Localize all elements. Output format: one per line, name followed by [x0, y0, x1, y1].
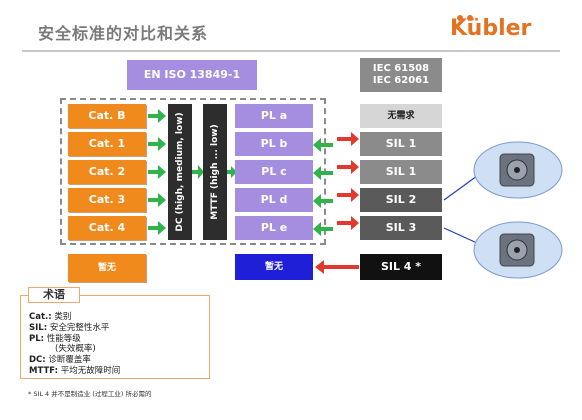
category-label: Cat. B	[88, 109, 126, 122]
pl-none-arrow	[315, 260, 359, 274]
page-title: 安全标准的对比和关系	[38, 24, 209, 43]
sil-label: SIL 1	[385, 165, 417, 178]
category-arrows	[148, 109, 166, 235]
iec-standards-box: IEC 61508 IEC 62061	[360, 58, 442, 92]
legend-row: (失效概率)	[55, 344, 96, 354]
right-arrow-icon	[227, 166, 237, 178]
pl-label: PL d	[260, 193, 288, 206]
right-arrow-icon	[192, 165, 204, 179]
double-arrow-icon	[313, 132, 359, 152]
sil4-box: SIL 4 *	[360, 254, 442, 280]
sil-box: 无需求	[360, 104, 442, 128]
pl-box: PL a	[235, 104, 313, 128]
pl-box: PL c	[235, 160, 313, 184]
category-label: Cat. 1	[88, 137, 126, 150]
right-arrow-icon	[148, 165, 166, 179]
dc-to-mttf-arrow	[192, 165, 204, 179]
iec-62061-label: IEC 62061	[372, 75, 430, 86]
pl-none-box: 暂无	[235, 254, 313, 280]
right-arrow-icon	[148, 109, 166, 123]
encoder-images	[443, 141, 563, 279]
iec-61508-label: IEC 61508	[372, 63, 430, 74]
legend-title: 术语	[28, 287, 80, 303]
category-box: Cat. B	[68, 104, 146, 128]
sil-box: SIL 1	[360, 160, 442, 184]
sil-label: SIL 3	[385, 221, 417, 234]
footnote: * SIL 4 并不是制造业 (过程工业) 所必需的	[28, 390, 152, 398]
sil4-label: SIL 4 *	[380, 260, 422, 273]
kubler-logo-mark	[457, 15, 473, 21]
right-arrow-icon	[148, 221, 166, 235]
category-label: Cat. 4	[88, 221, 126, 234]
pl-box: PL b	[235, 132, 313, 156]
legend-row: DC: 诊断覆盖率	[29, 355, 91, 365]
encoder-icon	[473, 221, 563, 279]
mttf-bar: MTTF (high ... low)	[203, 104, 227, 240]
legend-row: Cat.: 类别	[29, 312, 72, 322]
kubler-logo: Kübler	[450, 15, 532, 41]
legend-row: SIL: 安全完整性水平	[29, 323, 110, 333]
sil-label: 无需求	[387, 111, 415, 121]
legend-row: PL: 性能等级	[29, 334, 81, 344]
en-iso-label: EN ISO 13849-1	[143, 68, 241, 81]
pl-label: PL c	[261, 165, 287, 178]
category-box: Cat. 1	[68, 132, 146, 156]
category-none-label: 暂无	[97, 263, 116, 273]
category-box: Cat. 3	[68, 188, 146, 212]
pl-label: PL a	[260, 109, 288, 122]
category-none-box: 暂无	[68, 254, 146, 282]
pl-label: PL b	[260, 137, 288, 150]
terminology-legend: Cat.: 类别 SIL: 安全完整性水平 PL: 性能等级 (失效概率) DC…	[20, 295, 210, 379]
right-arrow-icon	[148, 193, 166, 207]
pl-none-label: 暂无	[264, 262, 283, 272]
legend-row: MTTF: 平均无故障时间	[29, 366, 121, 376]
right-arrow-icon	[148, 137, 166, 151]
title-divider	[22, 50, 560, 52]
pl-sil-arrows	[313, 132, 359, 236]
sil-box: SIL 1	[360, 132, 442, 156]
pl-box: PL e	[235, 216, 313, 240]
category-label: Cat. 3	[88, 193, 126, 206]
pl-box: PL d	[235, 188, 313, 212]
category-box: Cat. 2	[68, 160, 146, 184]
sil-box: SIL 3	[360, 216, 442, 240]
category-box: Cat. 4	[68, 216, 146, 240]
double-arrow-icon	[313, 160, 359, 180]
dc-label: DC (high, medium, low)	[175, 112, 185, 232]
mttf-arrows	[227, 166, 237, 178]
double-arrow-icon	[313, 188, 359, 208]
en-iso-13849-box: EN ISO 13849-1	[127, 60, 257, 90]
category-label: Cat. 2	[88, 165, 126, 178]
sil-box: SIL 2	[360, 188, 442, 212]
encoder-icon	[473, 141, 563, 199]
sil-label: SIL 1	[385, 137, 417, 150]
logo-text: Kübler	[450, 16, 532, 41]
sil-label: SIL 2	[385, 193, 417, 206]
double-arrow-icon	[313, 216, 359, 236]
mttf-label: MTTF (high ... low)	[210, 124, 220, 220]
left-arrow-icon	[315, 260, 359, 274]
dc-coverage-bar: DC (high, medium, low)	[168, 104, 192, 240]
pl-label: PL e	[260, 221, 288, 234]
